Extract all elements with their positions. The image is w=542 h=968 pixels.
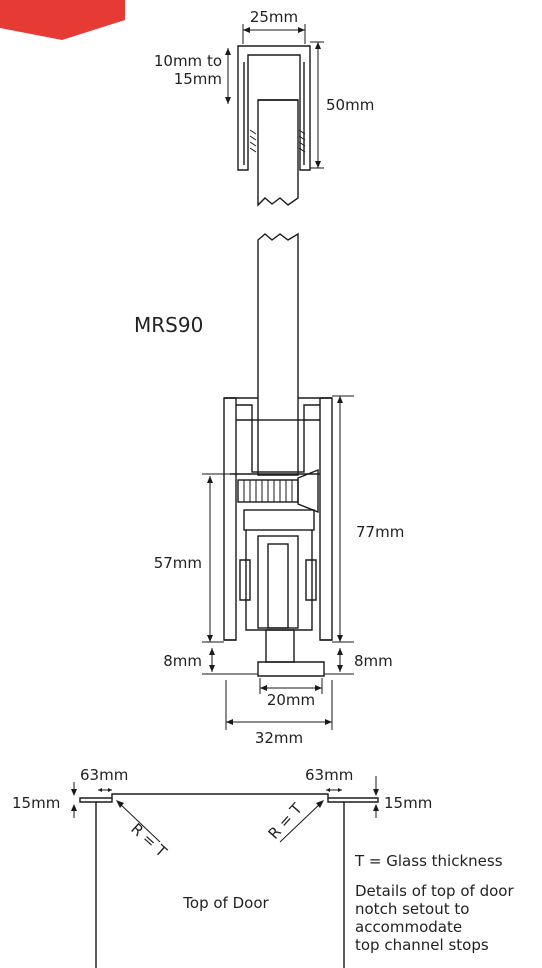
top-of-door-label: Top of Door [182,894,269,912]
right-notch-depth-label: 15mm [384,794,432,812]
right-notch-width-label: 63mm [305,766,353,784]
top-channel-height-label: 50mm [326,96,374,114]
door-top-outline [79,793,379,968]
right-foot-label: 8mm [354,652,393,670]
middle-glass-pane [257,232,299,476]
radius-left-label: R = T [127,820,171,862]
bottom-rail-outer [223,397,237,641]
glass-thickness-legend: T = Glass thickness [354,852,503,870]
top-gasket-right [298,129,306,153]
door-note-line-4: top channel stops [355,936,489,954]
inner-height-label: 57mm [154,554,202,572]
top-glass-pane [257,99,299,207]
overall-width-label: 32mm [255,729,303,747]
bottom-rail-dimensions [202,395,354,730]
bottom-rail-section [223,397,333,677]
top-channel-insert-label-2: 15mm [174,70,222,88]
door-note-line-3: accommodate [355,918,462,936]
floor-guide [265,629,295,663]
top-channel-insert-label-1: 10mm to [154,52,222,70]
left-foot-label: 8mm [163,652,202,670]
left-notch-width-label: 63mm [80,766,128,784]
top-channel-width-label: 25mm [250,8,298,26]
left-notch-depth-label: 15mm [12,794,60,812]
model-label: MRS90 [134,313,203,337]
door-note-line-2: notch setout to [355,900,469,918]
top-gasket-left [249,129,257,153]
brand-corner-tab [0,0,125,40]
carriage-body [245,530,313,631]
door-note-line-1: Details of top of door [355,882,514,900]
top-channel-dimensions [225,24,324,169]
overall-height-label: 77mm [356,523,404,541]
guide-width-label: 20mm [267,691,315,709]
top-channel-section [237,45,311,207]
door-notch-dimensions [71,776,379,843]
top-channel-outer [237,45,311,171]
